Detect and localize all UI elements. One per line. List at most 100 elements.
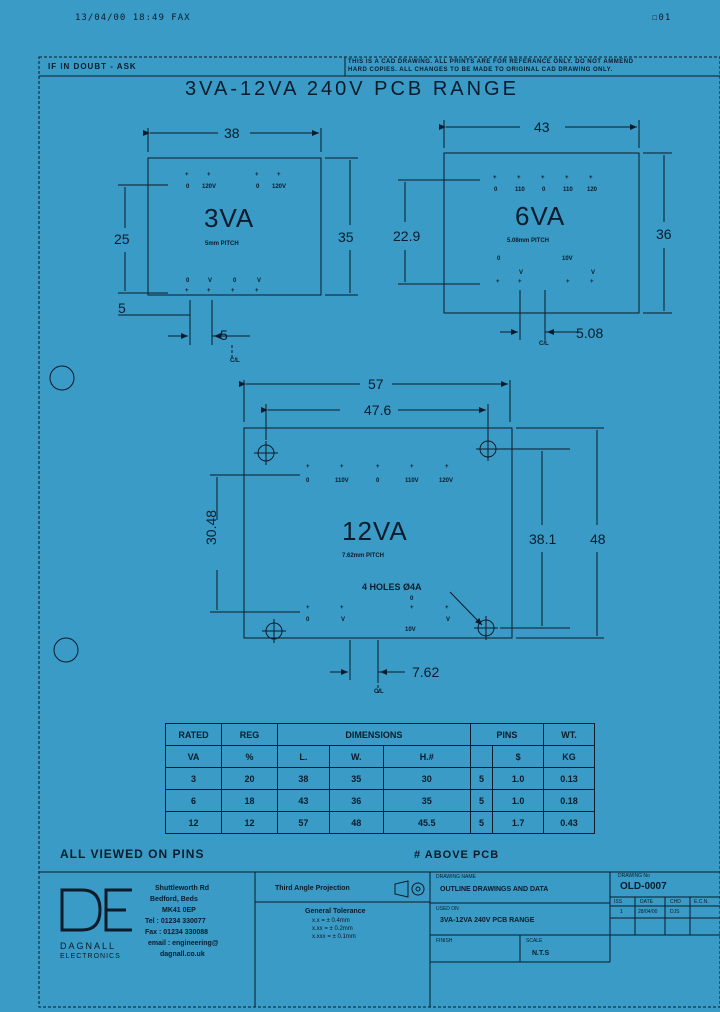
- pin-3va-top-1: +: [185, 172, 189, 178]
- pin-label-6va-b2: V: [519, 270, 524, 276]
- pin-3va-bot-2: +: [207, 288, 211, 294]
- table-cell: 5: [469, 767, 494, 790]
- pitch-6va: 5.08mm PITCH: [507, 238, 550, 244]
- rev-date: 28/04/00: [638, 909, 658, 915]
- pin-6va-top-2: +: [517, 175, 521, 181]
- dim-12va-hole-height: 38.1: [529, 531, 557, 547]
- tol-2: x.xx = ± 0.2mm: [312, 926, 353, 932]
- fax: Fax : 01234 330088: [145, 929, 209, 936]
- dim-6va-height: 36: [656, 226, 672, 242]
- table-subheader-row: VA % L. W. H.# $ KG: [165, 745, 595, 768]
- th-wt-text: WT.: [561, 729, 577, 740]
- pin-6va-top-4: +: [565, 175, 569, 181]
- pin-6va-bot-1: +: [496, 279, 500, 285]
- dim-3va-pin-offset: 5: [118, 300, 126, 316]
- pin-label-6va-t1: 0: [494, 187, 498, 193]
- pin-label-6va-t5: 120: [587, 187, 598, 193]
- drawing-number: OLD-0007: [620, 881, 667, 892]
- brand-name: DAGNALL: [60, 941, 117, 951]
- page-title: 3VA-12VA 240V PCB RANGE: [185, 78, 519, 100]
- cl-6va: C/L: [539, 341, 549, 347]
- email-domain: dagnall.co.uk: [160, 951, 205, 958]
- pin-label-6va-b1: 0: [497, 256, 501, 262]
- used-on: 3VA-12VA 240V PCB RANGE: [440, 917, 535, 924]
- cad-notice-line2: HARD COPIES. ALL CHANGES TO BE MADE TO O…: [348, 67, 613, 73]
- pin-3va-bot-1: +: [185, 288, 189, 294]
- pin-6va-top-1: +: [493, 175, 497, 181]
- scale-value: N.T.S: [532, 950, 550, 957]
- pin-6va-bot-2: +: [518, 279, 522, 285]
- rev-label-date: DATE: [640, 899, 653, 905]
- label-6va: 6VA: [515, 201, 566, 231]
- pin-12va-top-4: +: [410, 464, 414, 470]
- dim-12va-height: 48: [590, 531, 606, 547]
- pin-label-3va-b3: 0: [233, 278, 237, 284]
- pin-label-3va-t1: 0: [186, 184, 190, 190]
- pin-6va-top-5: +: [589, 175, 593, 181]
- note-viewed-on-pins: ALL VIEWED ON PINS: [60, 847, 205, 861]
- pin-label-12va-b2: V: [341, 617, 346, 623]
- finish-label: FINISH: [436, 938, 453, 944]
- dim-12va-outer-width: 57: [368, 376, 384, 392]
- table-cell: 45.5: [382, 811, 471, 834]
- pin-label-3va-b4: V: [257, 278, 262, 284]
- th-pct: %: [221, 745, 278, 768]
- pin-6va-top-3: +: [541, 175, 545, 181]
- spec-table: RATED REG DIMENSIONS PINS WT. VA % L. W.…: [165, 723, 595, 834]
- page-number: ☐01: [652, 13, 671, 23]
- table-cell: 43: [277, 789, 330, 812]
- addr-line1: Shuttleworth Rd: [155, 885, 210, 892]
- brand-sub: ELECTRONICS: [60, 953, 121, 960]
- fax-header: 13/04/00 18:49 FAX: [75, 13, 191, 23]
- addr-line2: Bedford, Beds: [150, 896, 198, 903]
- pin-label-6va-b3: 10V: [562, 256, 573, 262]
- table-cell: 1.7: [492, 811, 544, 834]
- pin-label-3va-t3: 0: [256, 184, 260, 190]
- table-cell: 30: [382, 767, 471, 790]
- th-pins-text: PINS: [496, 729, 518, 740]
- th-wt: WT.: [543, 723, 595, 746]
- projection-label: Third Angle Projection: [275, 885, 350, 892]
- pin-3va-top-2: +: [207, 172, 211, 178]
- page-number-value: 01: [658, 13, 672, 23]
- label-12va: 12VA: [342, 516, 408, 546]
- dim-3va-height: 35: [338, 229, 354, 245]
- pin-label-12va-t4: 110V: [405, 478, 419, 484]
- table-header-row: RATED REG DIMENSIONS PINS WT.: [165, 723, 595, 746]
- th-rated: RATED: [165, 723, 222, 746]
- email: email : engineering@: [148, 940, 219, 947]
- th-dimensions-text: DIMENSIONS: [345, 729, 403, 740]
- drawing-name-label: DRAWING NAME: [436, 874, 476, 880]
- dim-3va-pitch: 5: [220, 327, 228, 343]
- pin-3va-top-3: +: [255, 172, 259, 178]
- table-cell: 12: [165, 811, 222, 834]
- pin-label-3va-b2: V: [208, 278, 213, 284]
- dim-6va-width: 43: [534, 119, 550, 135]
- dim-6va-pin-span: 22.9: [393, 228, 421, 244]
- pin-label-6va-t2: 110: [515, 187, 525, 193]
- pin-3va-bot-3: +: [231, 288, 235, 294]
- checkbox-icon: ☐: [652, 13, 659, 23]
- pin-12va-bot-3: +: [410, 605, 414, 611]
- pin-12va-bot-1: +: [306, 605, 310, 611]
- th-pins-s: $: [492, 745, 544, 768]
- pin-12va-top-1: +: [306, 464, 310, 470]
- dim-6va-pitch: 5.08: [576, 325, 604, 341]
- addr-line3: MK41 0EP: [162, 907, 196, 914]
- rev-chd: DJS: [670, 909, 680, 915]
- pin-3va-top-4: +: [277, 172, 281, 178]
- pin-6va-bot-4: +: [590, 279, 594, 285]
- th-pins-n: [469, 745, 494, 768]
- table-cell: 57: [277, 811, 330, 834]
- pin-label-12va-t5: 120V: [439, 478, 454, 484]
- doubt-notice: IF IN DOUBT - ASK: [48, 62, 137, 71]
- pin-12va-top-2: +: [340, 464, 344, 470]
- table-cell: 0.18: [543, 789, 595, 812]
- pin-label-3va-t2: 120V: [202, 184, 217, 190]
- pin-12va-top-5: +: [445, 464, 449, 470]
- th-reg: REG: [221, 723, 278, 746]
- table-cell: 38: [277, 767, 330, 790]
